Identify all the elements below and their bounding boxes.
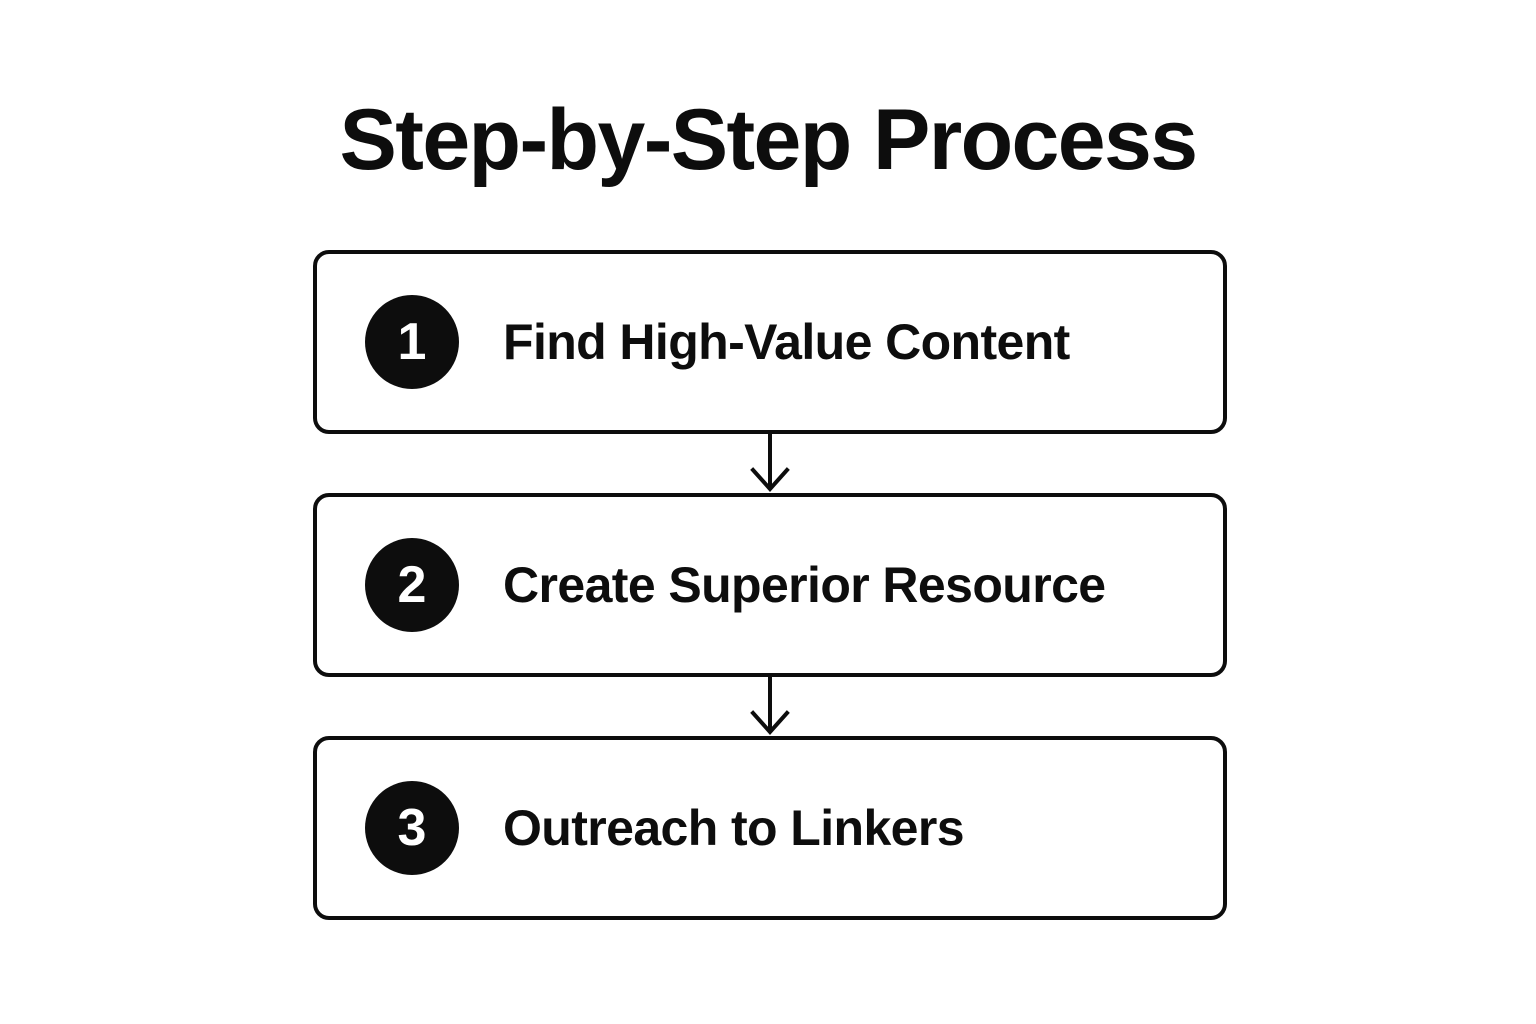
step-number-badge-3: 3 (365, 781, 459, 875)
step-number-badge-2: 2 (365, 538, 459, 632)
step-label-3: Outreach to Linkers (503, 800, 965, 856)
step-box-3[interactable]: 3 Outreach to Linkers (313, 736, 1227, 920)
down-arrow-icon (750, 434, 790, 492)
page-title: Step-by-Step Process (339, 92, 1199, 188)
step-box-1[interactable]: 1 Find High-Value Content (313, 250, 1227, 434)
connector-2-to-3 (313, 677, 1227, 736)
process-flow: 1 Find High-Value Content 2 Create Super… (313, 250, 1227, 920)
down-arrow-icon (750, 677, 790, 735)
connector-1-to-2 (313, 434, 1227, 493)
step-label-2: Create Superior Resource (503, 557, 1106, 613)
step-label-1: Find High-Value Content (503, 314, 1070, 370)
step-box-2[interactable]: 2 Create Superior Resource (313, 493, 1227, 677)
step-number-badge-1: 1 (365, 295, 459, 389)
